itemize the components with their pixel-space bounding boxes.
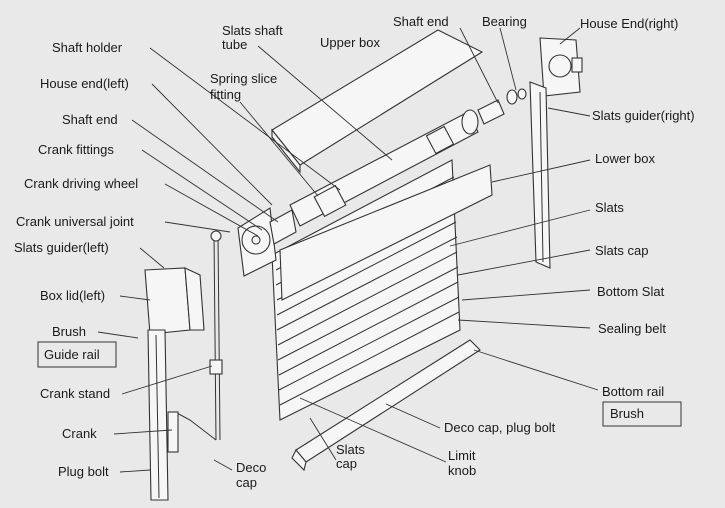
house-end-right-part <box>539 37 583 97</box>
label-slats-guider-right: Slats guider(right) <box>592 108 695 123</box>
crank-rod-part <box>167 230 223 453</box>
label-crank-driving-wheel: Crank driving wheel <box>24 176 138 191</box>
label-limit-knob-2: knob <box>448 463 476 478</box>
guide-rail-label-box <box>37 341 117 368</box>
bottom-rail-part <box>291 339 481 472</box>
labels: Shaft end Bearing House End(right) Slats… <box>14 14 695 490</box>
label-shaft-end-left: Shaft end <box>62 112 118 127</box>
label-upper-box: Upper box <box>320 35 380 50</box>
label-spring-slice-2: fitting <box>210 87 241 102</box>
leader-lines <box>97 27 599 473</box>
label-lower-box: Lower box <box>595 151 655 166</box>
label-shaft-holder: Shaft holder <box>52 40 123 55</box>
label-house-end-left: House end(left) <box>40 76 129 91</box>
upper-box-part <box>271 29 484 174</box>
label-slats-cap-bottom-2: cap <box>336 456 357 471</box>
label-sealing-belt: Sealing belt <box>598 321 666 336</box>
label-slats-shaft-tube-2: tube <box>222 37 247 52</box>
label-crank-fittings: Crank fittings <box>38 142 114 157</box>
guide-rail-left-part <box>147 329 169 501</box>
house-end-left-part <box>237 207 297 277</box>
label-limit-knob-1: Limit <box>448 448 476 463</box>
label-slats-cap-bottom-1: Slats <box>336 442 365 457</box>
label-bottom-slat: Bottom Slat <box>597 284 665 299</box>
label-slats-shaft-tube-1: Slats shaft <box>222 23 283 38</box>
label-house-end-right: House End(right) <box>580 16 678 31</box>
box-lid-left-part <box>144 267 205 335</box>
label-crank-stand: Crank stand <box>40 386 110 401</box>
shaft-end-bearing-part <box>477 88 527 125</box>
label-brush-right: Brush <box>610 406 644 421</box>
label-spring-slice-1: Spring slice <box>210 71 277 86</box>
label-shaft-end-top: Shaft end <box>393 14 449 29</box>
brush-right-label-box <box>602 401 682 427</box>
label-guide-rail: Guide rail <box>44 347 100 362</box>
label-slats-cap-right: Slats cap <box>595 243 648 258</box>
lower-box-part <box>279 164 493 301</box>
label-brush-left: Brush <box>52 324 86 339</box>
slats-guider-right-part <box>529 81 551 269</box>
shaft-tube-part <box>289 109 479 227</box>
label-crank-universal-joint: Crank universal joint <box>16 214 134 229</box>
label-plug-bolt: Plug bolt <box>58 464 109 479</box>
label-bottom-rail: Bottom rail <box>602 384 664 399</box>
label-box-lid-left: Box lid(left) <box>40 288 105 303</box>
label-deco-cap-2: cap <box>236 475 257 490</box>
label-bearing: Bearing <box>482 14 527 29</box>
label-slats-guider-left: Slats guider(left) <box>14 240 109 255</box>
label-deco-cap-plug-bolt: Deco cap, plug bolt <box>444 420 556 435</box>
label-crank: Crank <box>62 426 97 441</box>
label-slats: Slats <box>595 200 624 215</box>
label-deco-cap-1: Deco <box>236 460 266 475</box>
